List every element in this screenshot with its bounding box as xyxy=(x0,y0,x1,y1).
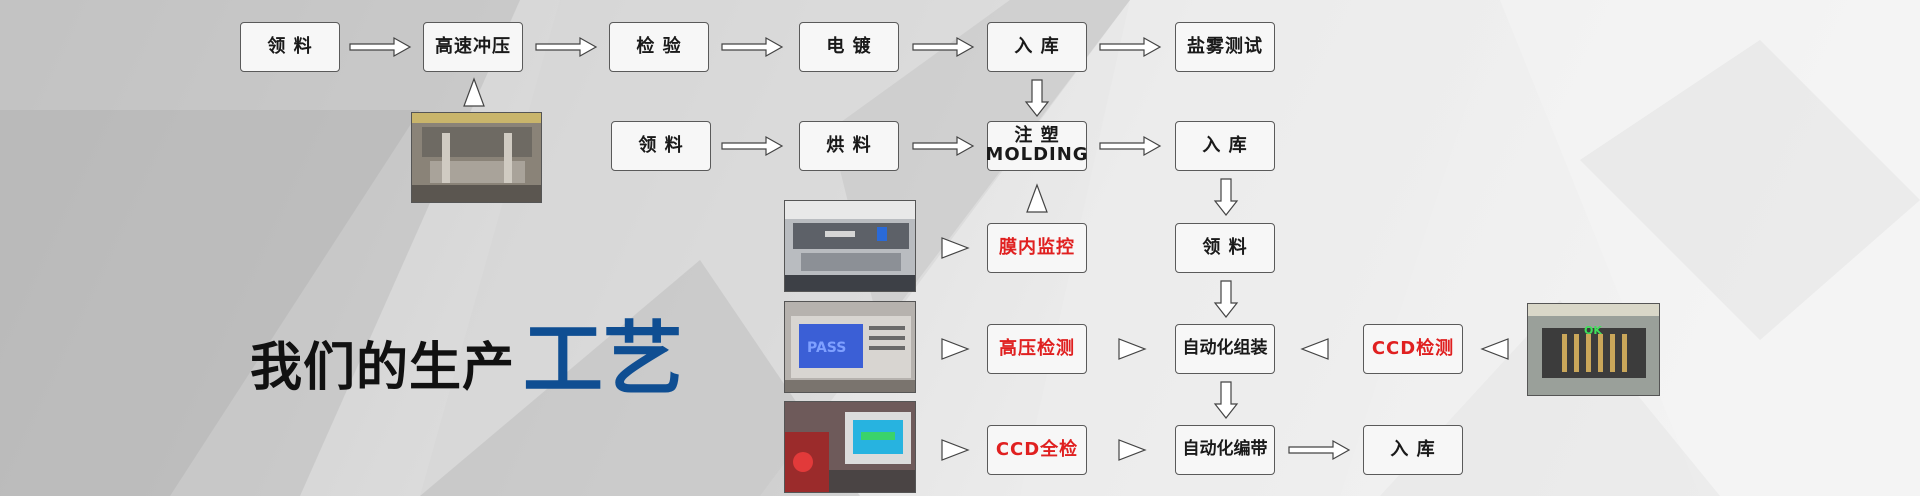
molding-label-group: 注 塑 MOLDING xyxy=(985,125,1089,165)
node-label: 领 料 xyxy=(638,134,684,156)
node-label-en: MOLDING xyxy=(985,144,1089,165)
node-label: CCD检测 xyxy=(1371,337,1455,359)
node-label: 领 料 xyxy=(1202,236,1248,258)
node-r1-salt-spray: 盐雾测试 xyxy=(1175,22,1275,72)
page-title: 我们的生产 工艺 xyxy=(250,320,683,400)
arrow-storage-to-material xyxy=(1214,178,1238,216)
triangle-monitor-to-molding xyxy=(1026,183,1048,213)
node-label: 自动化组装 xyxy=(1182,338,1268,359)
triangle-sample-to-ccd xyxy=(1480,338,1509,360)
node-r5-storage: 入 库 xyxy=(1363,425,1463,475)
node-r4-auto-assembly: 自动化组装 xyxy=(1175,324,1275,374)
node-label: 烘 料 xyxy=(826,134,872,156)
node-r2-molding: 注 塑 MOLDING xyxy=(985,121,1089,171)
node-label: 高速冲压 xyxy=(435,35,511,57)
ccd-sample-photo: OK xyxy=(1527,303,1660,396)
arrow-material-to-stamping xyxy=(349,37,411,57)
triangle-ccd-to-assembly xyxy=(1300,338,1329,360)
triangle-ccd-full-to-taping xyxy=(1118,439,1147,461)
arrow-storage-to-molding xyxy=(1025,79,1049,117)
press-machine-illustration xyxy=(412,113,541,202)
arrow-taping-to-storage xyxy=(1288,440,1350,460)
triangle-photo-to-ccd-full xyxy=(941,439,970,461)
node-label: 领 料 xyxy=(267,35,313,57)
hv-tester-screen-text: PASS xyxy=(807,340,847,356)
node-label: 入 库 xyxy=(1202,134,1248,156)
triangle-photo-to-film-monitor xyxy=(941,237,970,259)
ccd-sample-ok-label: OK xyxy=(1584,324,1602,337)
arrow-material-to-baking xyxy=(721,136,783,156)
node-label-cn: 注 塑 xyxy=(1014,125,1060,147)
hv-tester-illustration xyxy=(785,302,915,392)
node-r1-material: 领 料 xyxy=(240,22,340,72)
node-r3-film-monitor: 膜内监控 xyxy=(987,223,1087,273)
triangle-photo-to-hv-test xyxy=(941,338,970,360)
node-label: 入 库 xyxy=(1014,35,1060,57)
node-r5-auto-taping: 自动化编带 xyxy=(1175,425,1275,475)
triangle-hv-to-assembly xyxy=(1118,338,1147,360)
arrow-stamping-to-inspection xyxy=(535,37,597,57)
node-r1-inspection: 检 验 xyxy=(609,22,709,72)
node-r1-storage: 入 库 xyxy=(987,22,1087,72)
node-label: CCD全检 xyxy=(995,438,1079,460)
arrow-storage-to-salt-spray xyxy=(1099,37,1161,57)
node-r1-plating: 电 镀 xyxy=(799,22,899,72)
node-r1-stamping: 高速冲压 xyxy=(423,22,523,72)
node-r2-baking: 烘 料 xyxy=(799,121,899,171)
arrow-baking-to-molding xyxy=(912,136,974,156)
triangle-photo-to-stamping xyxy=(463,77,485,107)
node-r2-material: 领 料 xyxy=(611,121,711,171)
arrow-assembly-to-taping xyxy=(1214,381,1238,419)
ccd-sample-illustration xyxy=(1528,304,1659,395)
page-title-highlight: 工艺 xyxy=(523,313,684,406)
node-label: 电 镀 xyxy=(826,35,872,57)
ccd-station-photo xyxy=(784,401,916,493)
node-r4-hv-test: 高压检测 xyxy=(987,324,1087,374)
press-machine-photo xyxy=(411,112,542,203)
node-label: 盐雾测试 xyxy=(1187,35,1263,57)
node-r4-ccd-test: CCD检测 xyxy=(1363,324,1463,374)
node-r3-material: 领 料 xyxy=(1175,223,1275,273)
arrow-molding-to-storage xyxy=(1099,136,1161,156)
page-title-main: 我们的生产 xyxy=(250,338,516,398)
node-label: 检 验 xyxy=(636,35,682,57)
node-label: 高压检测 xyxy=(999,337,1075,359)
molding-line-illustration xyxy=(785,201,915,291)
molding-line-photo xyxy=(784,200,916,292)
node-label: 入 库 xyxy=(1390,438,1436,460)
hv-tester-photo: PASS xyxy=(784,301,916,393)
arrow-plating-to-storage xyxy=(912,37,974,57)
node-r5-ccd-full: CCD全检 xyxy=(987,425,1087,475)
node-r2-storage: 入 库 xyxy=(1175,121,1275,171)
arrow-material-to-assembly xyxy=(1214,280,1238,318)
ccd-station-illustration xyxy=(785,402,915,492)
arrow-inspection-to-plating xyxy=(721,37,783,57)
node-label: 膜内监控 xyxy=(999,236,1075,258)
node-label: 自动化编带 xyxy=(1182,439,1268,460)
